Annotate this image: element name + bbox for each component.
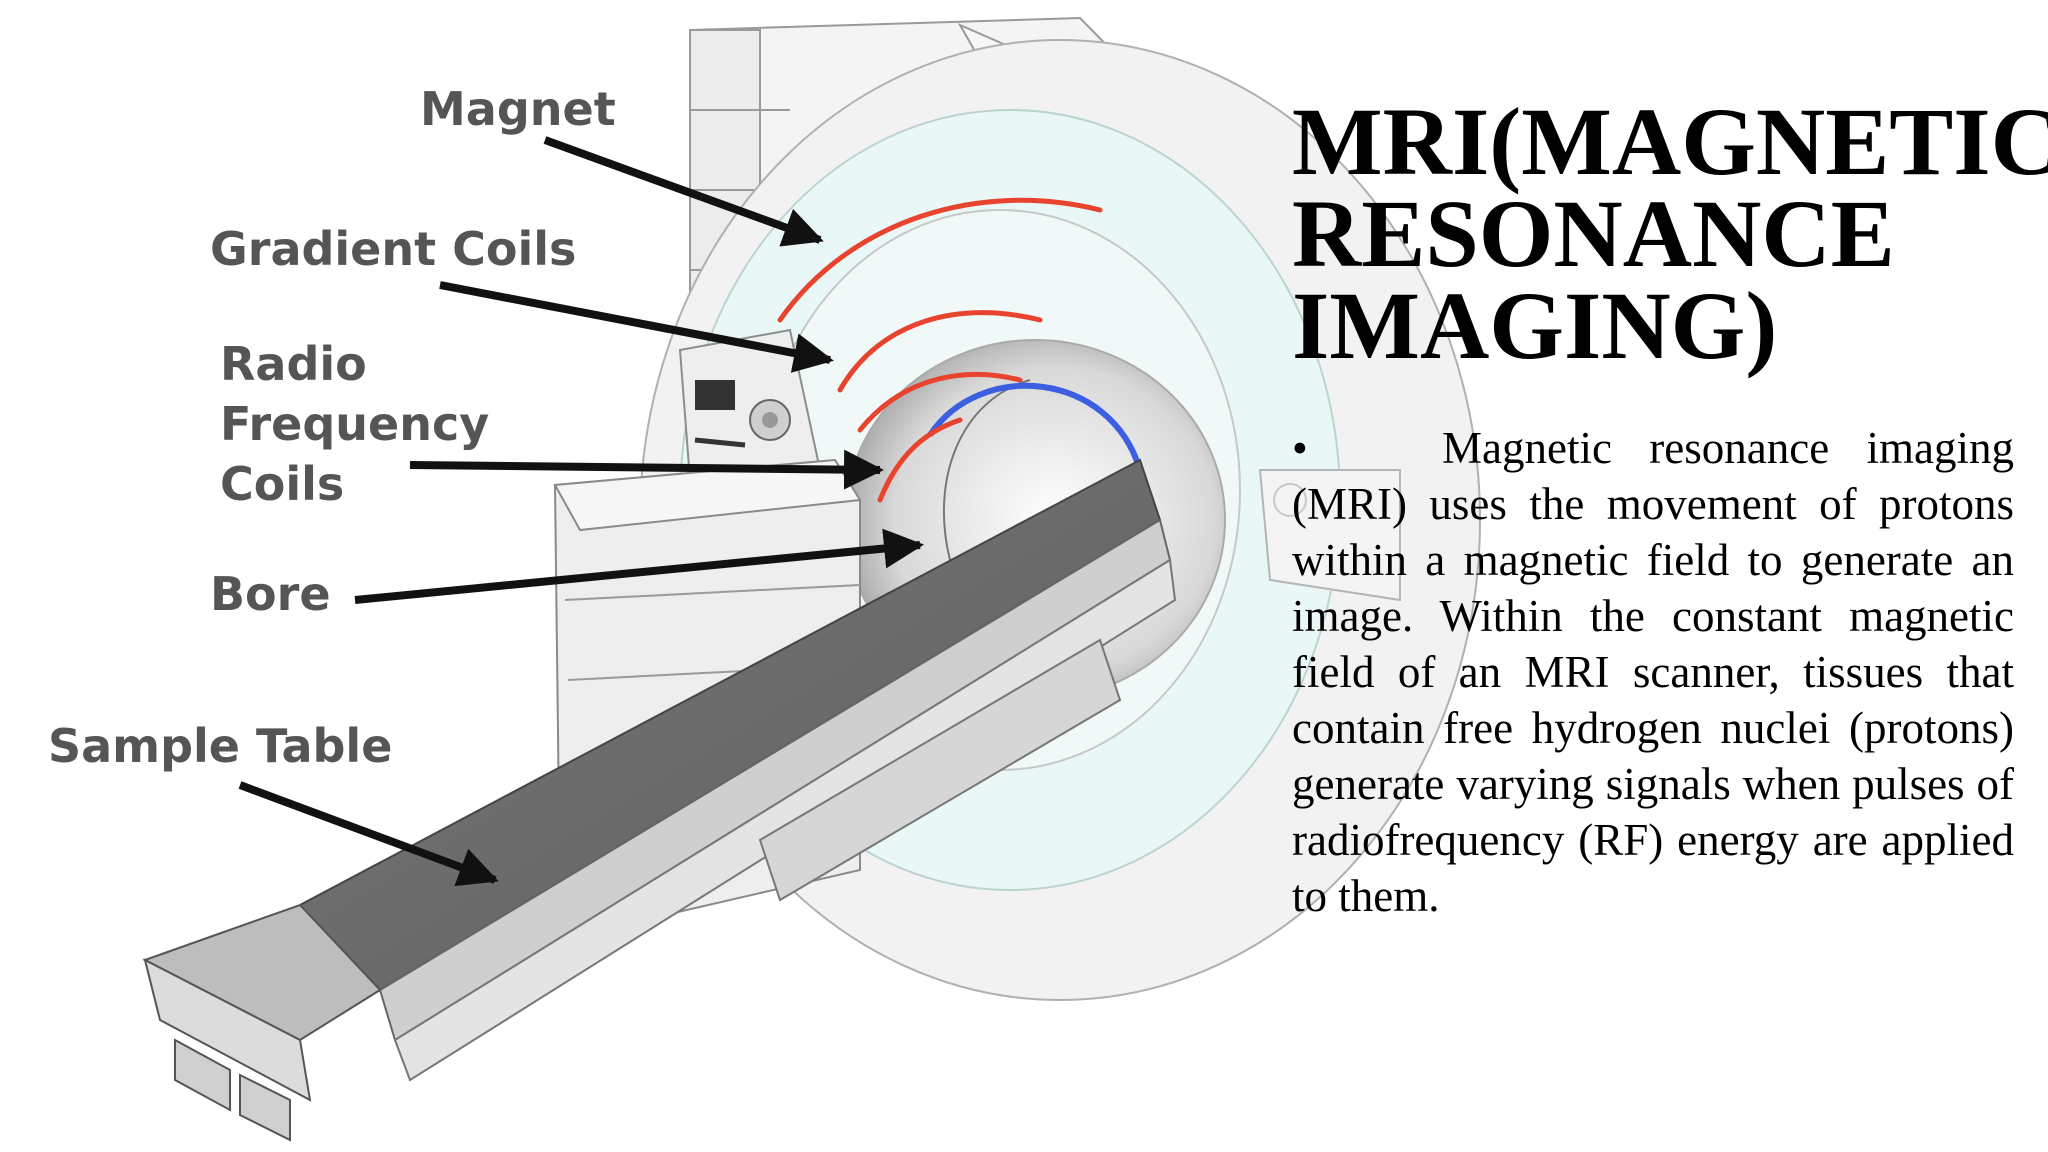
gradient-coil-arc-1 [837, 310, 1043, 393]
gradient-coils-arrow [439, 281, 834, 373]
magnet-coil-arc [777, 197, 1103, 323]
slide-title: MRI(MAGNETIC RESONANCE IMAGING) [1292, 94, 2048, 374]
rf-coil-arc [877, 417, 963, 503]
label-sample-table: Sample Table [48, 719, 392, 773]
bore-arrow [354, 528, 924, 604]
label-gradient-coils: Gradient Coils [210, 222, 576, 276]
title-line-1: MRI(MAGNETIC [1292, 88, 2048, 195]
label-rf-line1: Radio [220, 337, 367, 391]
label-bore: Bore [210, 567, 331, 621]
coil-arcs [777, 197, 1103, 503]
gradient-coil-arc-2 [857, 372, 1023, 433]
bullet-marker: • [1292, 423, 1308, 473]
label-rf-line3: Coils [220, 457, 344, 511]
sample-table-arrow [238, 781, 499, 887]
callout-arrows [238, 136, 924, 887]
rf-coils-arrow [409, 449, 884, 490]
sample-table [142, 458, 1177, 1142]
magnet-arrow [543, 136, 824, 247]
title-line-3: IMAGING) [1292, 272, 1778, 379]
title-line-2: RESONANCE [1292, 180, 1895, 287]
slide-body: •Magnetic resonance imaging (MRI) uses t… [1292, 420, 2014, 924]
body-paragraph: Magnetic resonance imaging (MRI) uses th… [1292, 423, 2014, 921]
label-magnet: Magnet [420, 82, 616, 136]
control-panel [678, 328, 822, 482]
label-rf-line2: Frequency [220, 397, 489, 451]
side-panel-right [1258, 469, 1401, 602]
